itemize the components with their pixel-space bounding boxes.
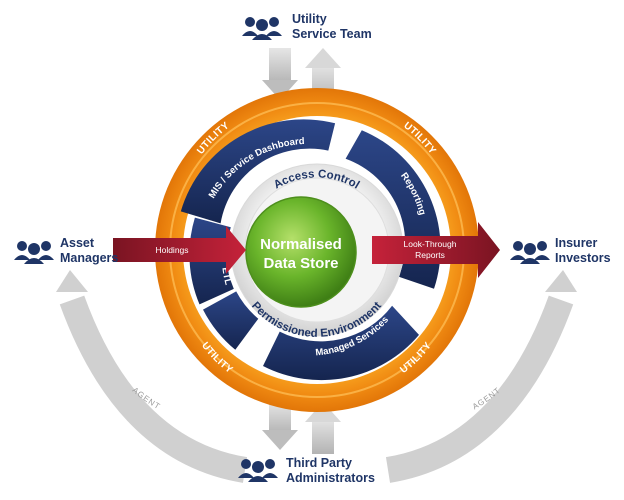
holdings-arrow: Holdings [113, 226, 246, 274]
segment-managed-services [263, 305, 419, 381]
people-icon [238, 459, 278, 482]
tpa-arrow-out [305, 402, 341, 454]
people-icon [242, 17, 282, 40]
stakeholder-asset-managers-line2: Managers [60, 251, 118, 265]
normalised-data-store [245, 196, 357, 308]
agent-arrow-left [56, 270, 248, 483]
segment-mis-dashboard [180, 119, 336, 224]
segment-label-etl: ETL [219, 267, 233, 287]
look-through-label-line2: Reports [415, 250, 445, 260]
stakeholder-asset-managers-line1: Asset [60, 236, 95, 250]
stakeholder-service-team-line2: Service Team [292, 27, 372, 41]
stakeholder-insurer-investors-line1: Insurer [555, 236, 598, 250]
look-through-label-line1: Look-Through [404, 239, 457, 249]
holdings-label: Holdings [155, 245, 188, 255]
stakeholder-service-team-line1: Utility [292, 12, 327, 26]
core-label-line2: Data Store [263, 255, 338, 272]
stakeholder-insurer-investors-line2: Investors [555, 251, 611, 265]
look-through-reports-arrow: Look-Through Reports [372, 222, 500, 278]
stakeholder-tpa-line2: Administrators [286, 471, 375, 485]
segment-etl-lower [203, 291, 259, 350]
tpa-arrow-in [262, 402, 298, 450]
agent-arrow-right [385, 270, 577, 483]
core-label-line1: Normalised [260, 236, 342, 253]
stakeholder-tpa-line1: Third Party [286, 456, 352, 470]
service-team-arrow-in [262, 48, 298, 100]
people-icon [14, 241, 54, 264]
people-icon [510, 241, 550, 264]
